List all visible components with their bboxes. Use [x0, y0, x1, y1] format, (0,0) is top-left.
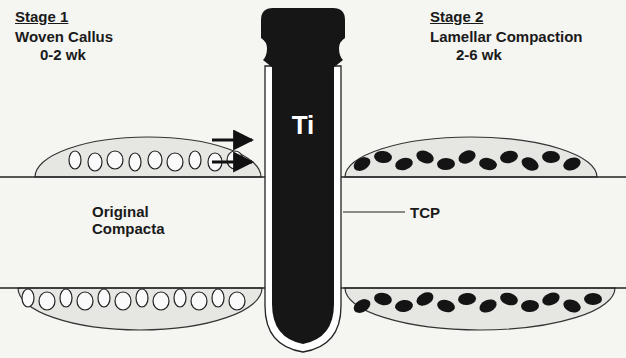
woven-bone-grain — [60, 289, 72, 307]
lamellar-bone-grain — [519, 155, 540, 174]
lamellar-bone-grain — [351, 154, 373, 173]
stage-name: Woven Callus — [15, 28, 113, 45]
lamellar-bone-grain — [456, 148, 477, 166]
time-range: 0-2 wk — [40, 46, 86, 63]
woven-bone-grain — [136, 289, 148, 307]
lamellar-bone-grain — [478, 156, 498, 171]
stage-heading: Stage 2 — [430, 8, 483, 25]
arrow — [212, 161, 252, 164]
woven-bone-grain — [77, 292, 93, 310]
lamellar-bone-grain — [540, 290, 561, 308]
woven-bone-grain — [129, 153, 141, 171]
lamellar-bone-grain — [414, 290, 435, 309]
woven-bone-grain — [212, 289, 224, 307]
stage-name: Lamellar Compaction — [430, 28, 583, 45]
woven-callus-upper — [35, 137, 261, 177]
lamellar-bone-grain — [499, 291, 520, 308]
woven-bone-grain — [153, 292, 169, 310]
lamellar-bone-grain — [373, 291, 393, 306]
stage-heading: Stage 1 — [15, 8, 68, 25]
lamellar-bone-grain — [521, 300, 539, 313]
time-range: 2-6 wk — [456, 46, 502, 63]
material-label: Ti — [255, 6, 351, 141]
lamellar-bone-grain — [542, 151, 561, 164]
implant-head — [261, 8, 345, 68]
region-label: Original Compacta — [92, 203, 174, 237]
woven-bone-grain — [229, 292, 245, 310]
woven-bone-grain — [189, 151, 201, 169]
lamellar-bone-grain — [561, 297, 582, 314]
lamellar-bone-grain — [499, 149, 519, 164]
lamellar-bone-grain — [351, 296, 373, 315]
woven-bone-grain — [22, 289, 34, 307]
lamellar-bone-grain — [458, 292, 477, 306]
lamellar-callus-lower — [345, 288, 615, 330]
lamellar-bone-grain — [414, 148, 435, 166]
leader-line — [343, 211, 405, 212]
lamellar-bone-grain — [584, 293, 602, 305]
implant-outline — [255, 6, 351, 354]
lamellar-bone-grain — [373, 150, 392, 164]
implant-body — [272, 62, 334, 344]
woven-bone-grain — [191, 292, 207, 310]
woven-bone-grain — [88, 153, 102, 171]
woven-bone-grain — [227, 151, 243, 169]
lamellar-bone-grain — [394, 156, 415, 172]
woven-bone-grain — [167, 153, 183, 171]
woven-bone-grain — [174, 289, 186, 307]
lamellar-bone-grain — [394, 299, 413, 313]
woven-bone-grain — [115, 292, 131, 310]
lamellar-bone-grain — [561, 155, 582, 172]
woven-bone-grain — [107, 151, 123, 169]
woven-bone-grain — [39, 292, 55, 310]
woven-bone-grain — [148, 151, 162, 169]
material-label: TCP — [410, 204, 440, 221]
lamellar-callus-upper — [345, 137, 597, 177]
woven-callus-lower — [18, 288, 262, 330]
lamellar-bone-grain — [437, 158, 455, 171]
woven-bone-grain — [98, 289, 110, 307]
lamellar-bone-grain — [436, 298, 456, 314]
arrow — [212, 139, 252, 142]
lamellar-bone-grain — [477, 297, 498, 315]
implant: Ti — [255, 6, 351, 354]
woven-bone-grain — [69, 151, 81, 169]
